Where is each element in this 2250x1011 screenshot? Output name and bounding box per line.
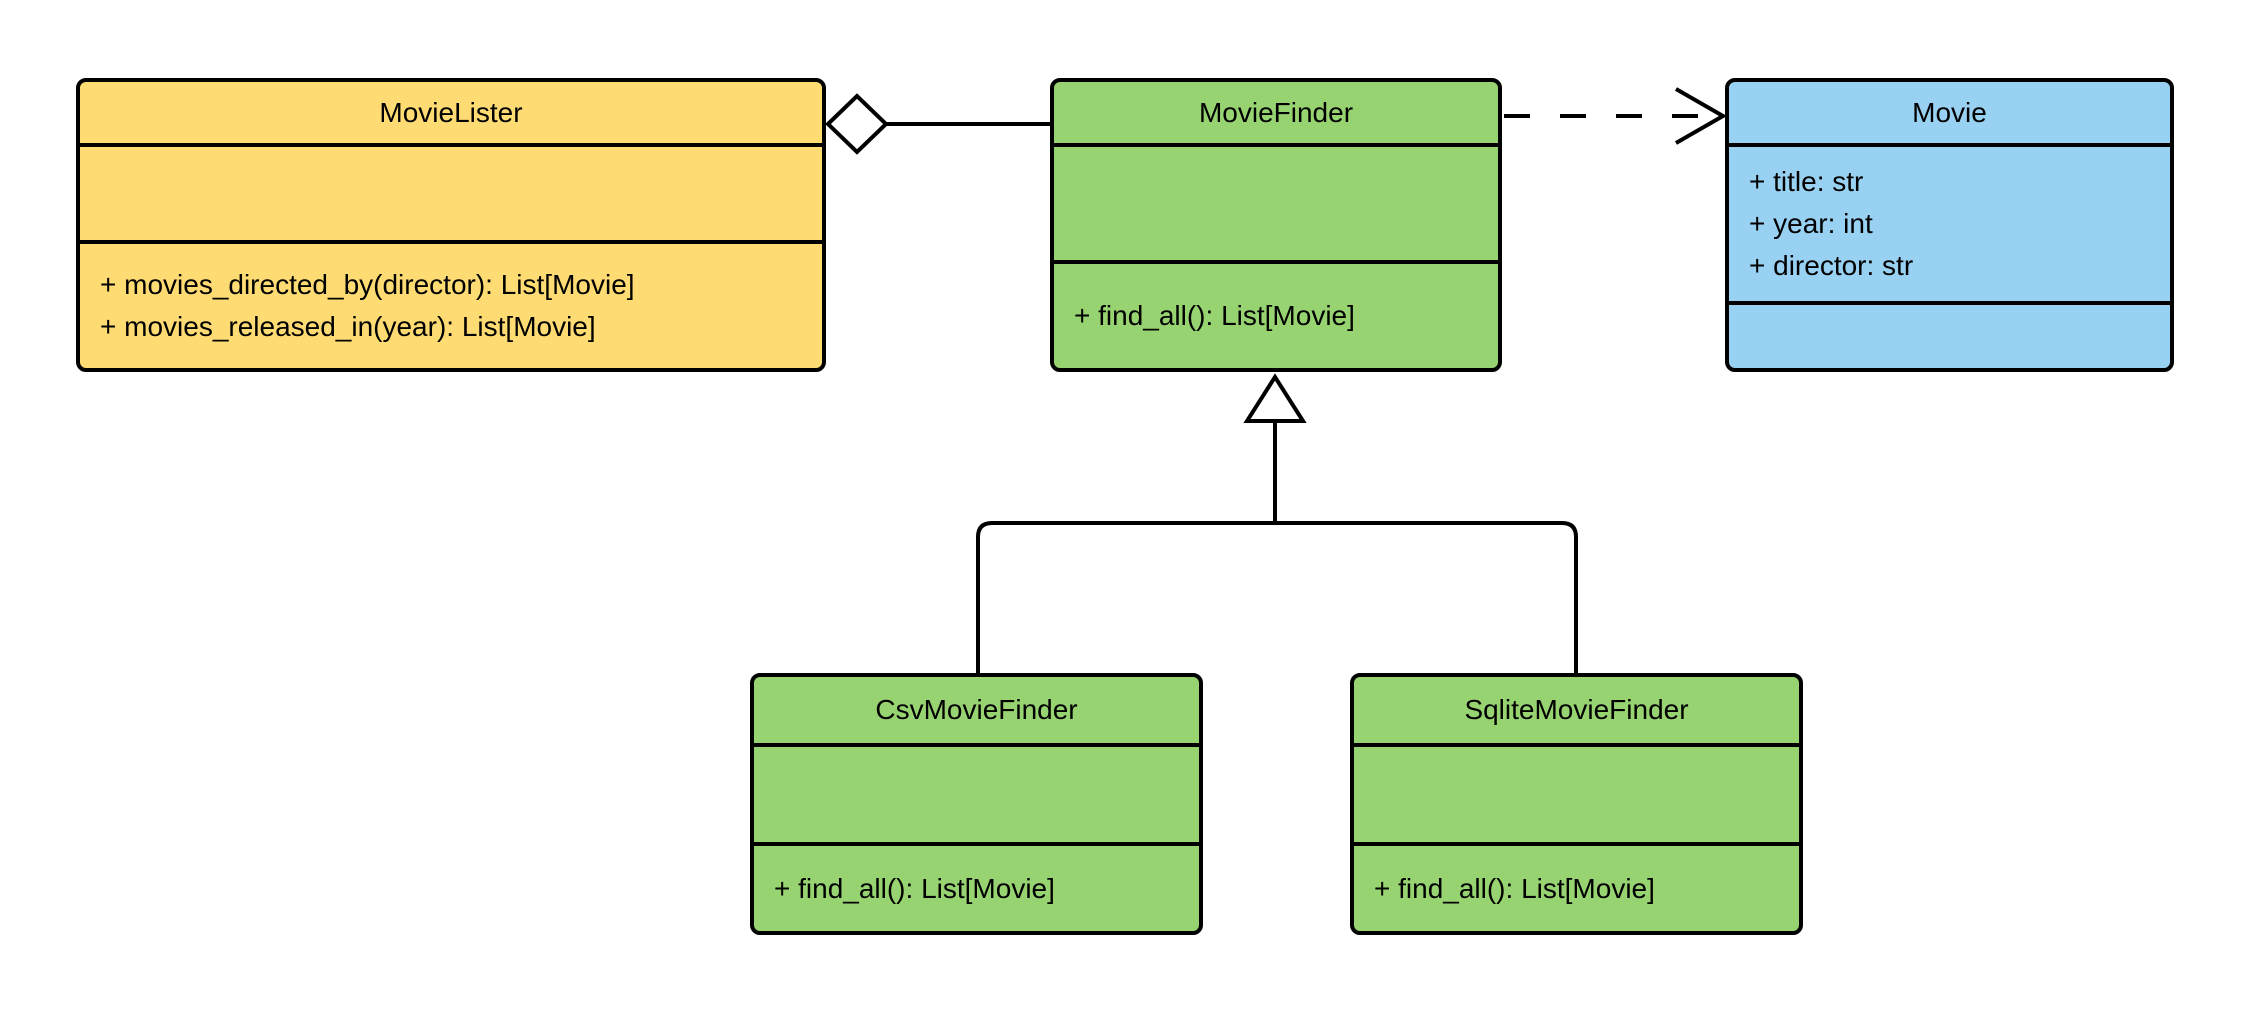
attribute-label: + director: str [1749,250,1914,281]
generalization-triangle [1243,373,1307,423]
class-movielister: MovieLister + movies_directed_by(directo… [76,78,826,372]
class-title-section: MovieFinder [1054,82,1498,143]
class-csvmoviefinder: CsvMovieFinder + find_all(): List[Movie] [750,673,1203,935]
class-name: SqliteMovieFinder [1464,694,1689,725]
class-methods-section: + find_all(): List[Movie] [754,842,1199,931]
class-movie: Movie + title: str + year: int + directo… [1725,78,2174,372]
class-methods-section [1729,301,2170,368]
dependency-arrowhead [1675,87,1728,145]
class-name: Movie [1912,96,1987,128]
class-methods-section: + find_all(): List[Movie] [1354,842,1799,931]
generalization-edge [976,373,1578,673]
attribute-label: + title: str [1749,166,1864,197]
class-title-section: Movie [1729,82,2170,143]
class-attributes-section [1054,143,1498,260]
class-methods-section: + movies_directed_by(director): List[Mov… [80,240,822,368]
class-name: CsvMovieFinder [875,694,1078,725]
dependency-edge [1504,87,1728,145]
class-title-section: SqliteMovieFinder [1354,677,1799,743]
class-methods-section: + find_all(): List[Movie] [1054,260,1498,368]
class-attributes-section [80,143,822,240]
method-label: + movies_released_in(year): List[Movie] [100,311,596,342]
class-attributes-section: + title: str + year: int + director: str [1729,143,2170,301]
class-title-section: CsvMovieFinder [754,677,1199,743]
aggregation-edge [825,93,1052,155]
class-title-section: MovieLister [80,82,822,143]
attribute-label: + year: int [1749,208,1873,239]
class-attributes-section [1354,743,1799,842]
generalization-branch [976,521,1578,673]
aggregation-diamond [825,93,889,155]
class-sqlitemoviefinder: SqliteMovieFinder + find_all(): List[Mov… [1350,673,1803,935]
method-label: + find_all(): List[Movie] [1074,300,1355,331]
method-label: + find_all(): List[Movie] [774,872,1055,904]
class-moviefinder: MovieFinder + find_all(): List[Movie] [1050,78,1502,372]
method-label: + find_all(): List[Movie] [1374,872,1655,904]
class-name: MovieFinder [1198,96,1354,128]
method-label: + movies_directed_by(director): List[Mov… [100,269,635,300]
class-name: MovieLister [379,96,523,128]
class-attributes-section [754,743,1199,842]
